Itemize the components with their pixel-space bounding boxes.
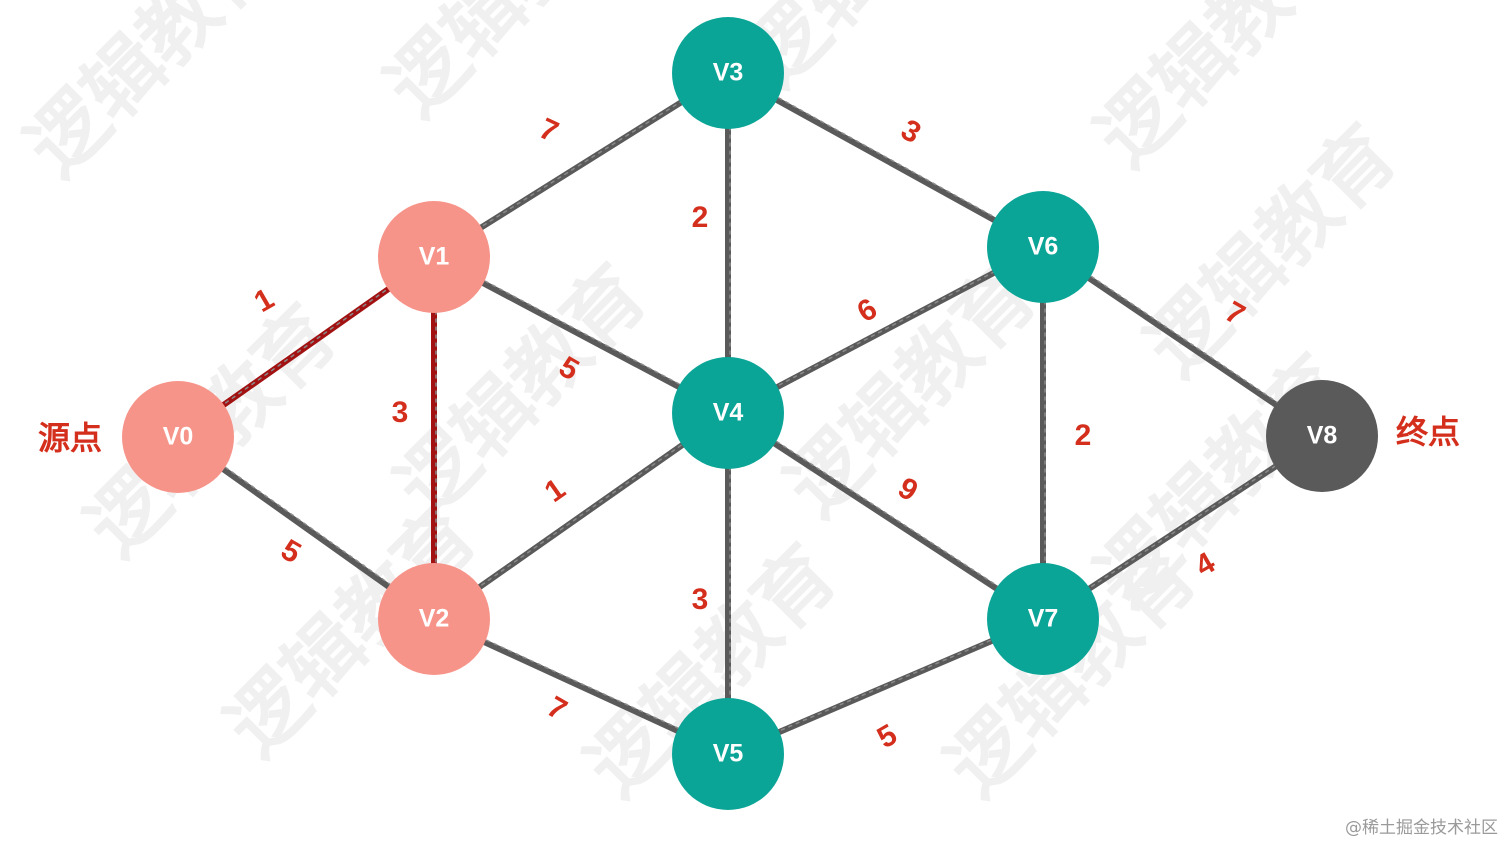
- node-v1-circle: [378, 201, 490, 313]
- watermark-text: 逻辑教育: [370, 0, 654, 133]
- weight-label-v4-v7: 9: [892, 471, 923, 508]
- node-v3: V3: [672, 17, 784, 129]
- edge-texture-v4-v7: [729, 410, 1046, 618]
- node-v4-label: V4: [713, 399, 744, 427]
- node-v5-circle: [672, 698, 784, 810]
- weight-label-v0-v2: 5: [275, 533, 306, 570]
- source-label: 源点: [38, 419, 102, 457]
- node-v7-circle: [987, 563, 1099, 675]
- node-v8: V8: [1266, 380, 1378, 492]
- node-v1: V1: [378, 201, 490, 313]
- weight-label-v1-v3: 7: [534, 112, 563, 149]
- node-v7-label: V7: [1028, 605, 1059, 633]
- weight-label-v1-v2: 3: [392, 396, 409, 429]
- weight-label-v4-v6: 6: [852, 292, 883, 329]
- edge-texture-v2-v4: [435, 410, 731, 618]
- weight-label-v3-v4: 2: [692, 201, 709, 234]
- node-v0-label: V0: [163, 423, 194, 451]
- edge-v4-v6: [725, 244, 1046, 416]
- edge-v6-v8: [1040, 244, 1325, 439]
- credit-text: @稀土掘金技术社区: [1345, 818, 1498, 838]
- watermark-text: 逻辑教育: [10, 0, 294, 193]
- edge-v4-v7: [725, 410, 1046, 622]
- node-v0: V0: [122, 381, 234, 493]
- edge-texture-v7-v8: [1044, 433, 1325, 618]
- weight-label-v6-v7: 2: [1075, 419, 1092, 452]
- node-v1-label: V1: [419, 243, 450, 271]
- node-v8-circle: [1266, 380, 1378, 492]
- edge-v5-v7: [725, 616, 1046, 757]
- node-v4: V4: [672, 357, 784, 469]
- edge-texture-v5-v7: [729, 616, 1046, 753]
- node-v8-label: V8: [1307, 422, 1338, 450]
- node-v4-circle: [672, 357, 784, 469]
- node-v2: V2: [378, 563, 490, 675]
- weight-label-v4-v5: 3: [692, 583, 709, 616]
- edge-texture-v2-v5: [435, 616, 731, 753]
- weight-label-v5-v7: 5: [872, 718, 903, 755]
- node-v0-circle: [122, 381, 234, 493]
- edge-texture-v1-v4: [435, 254, 731, 412]
- weight-label-v2-v5: 7: [541, 690, 572, 727]
- node-v5: V5: [672, 698, 784, 810]
- node-v3-circle: [672, 17, 784, 129]
- node-v6-label: V6: [1028, 233, 1059, 261]
- node-v2-circle: [378, 563, 490, 675]
- edge-v3-v6: [725, 70, 1046, 250]
- node-v2-label: V2: [419, 605, 450, 633]
- node-v3-label: V3: [713, 59, 744, 87]
- node-v7: V7: [987, 563, 1099, 675]
- target-label: 终点: [1396, 413, 1460, 451]
- edge-texture-v4-v6: [729, 244, 1046, 412]
- weight-label-v3-v6: 3: [895, 113, 926, 150]
- weight-label-v2-v4: 1: [539, 472, 572, 509]
- node-v6-circle: [987, 191, 1099, 303]
- node-v5-label: V5: [713, 740, 744, 768]
- node-v6: V6: [987, 191, 1099, 303]
